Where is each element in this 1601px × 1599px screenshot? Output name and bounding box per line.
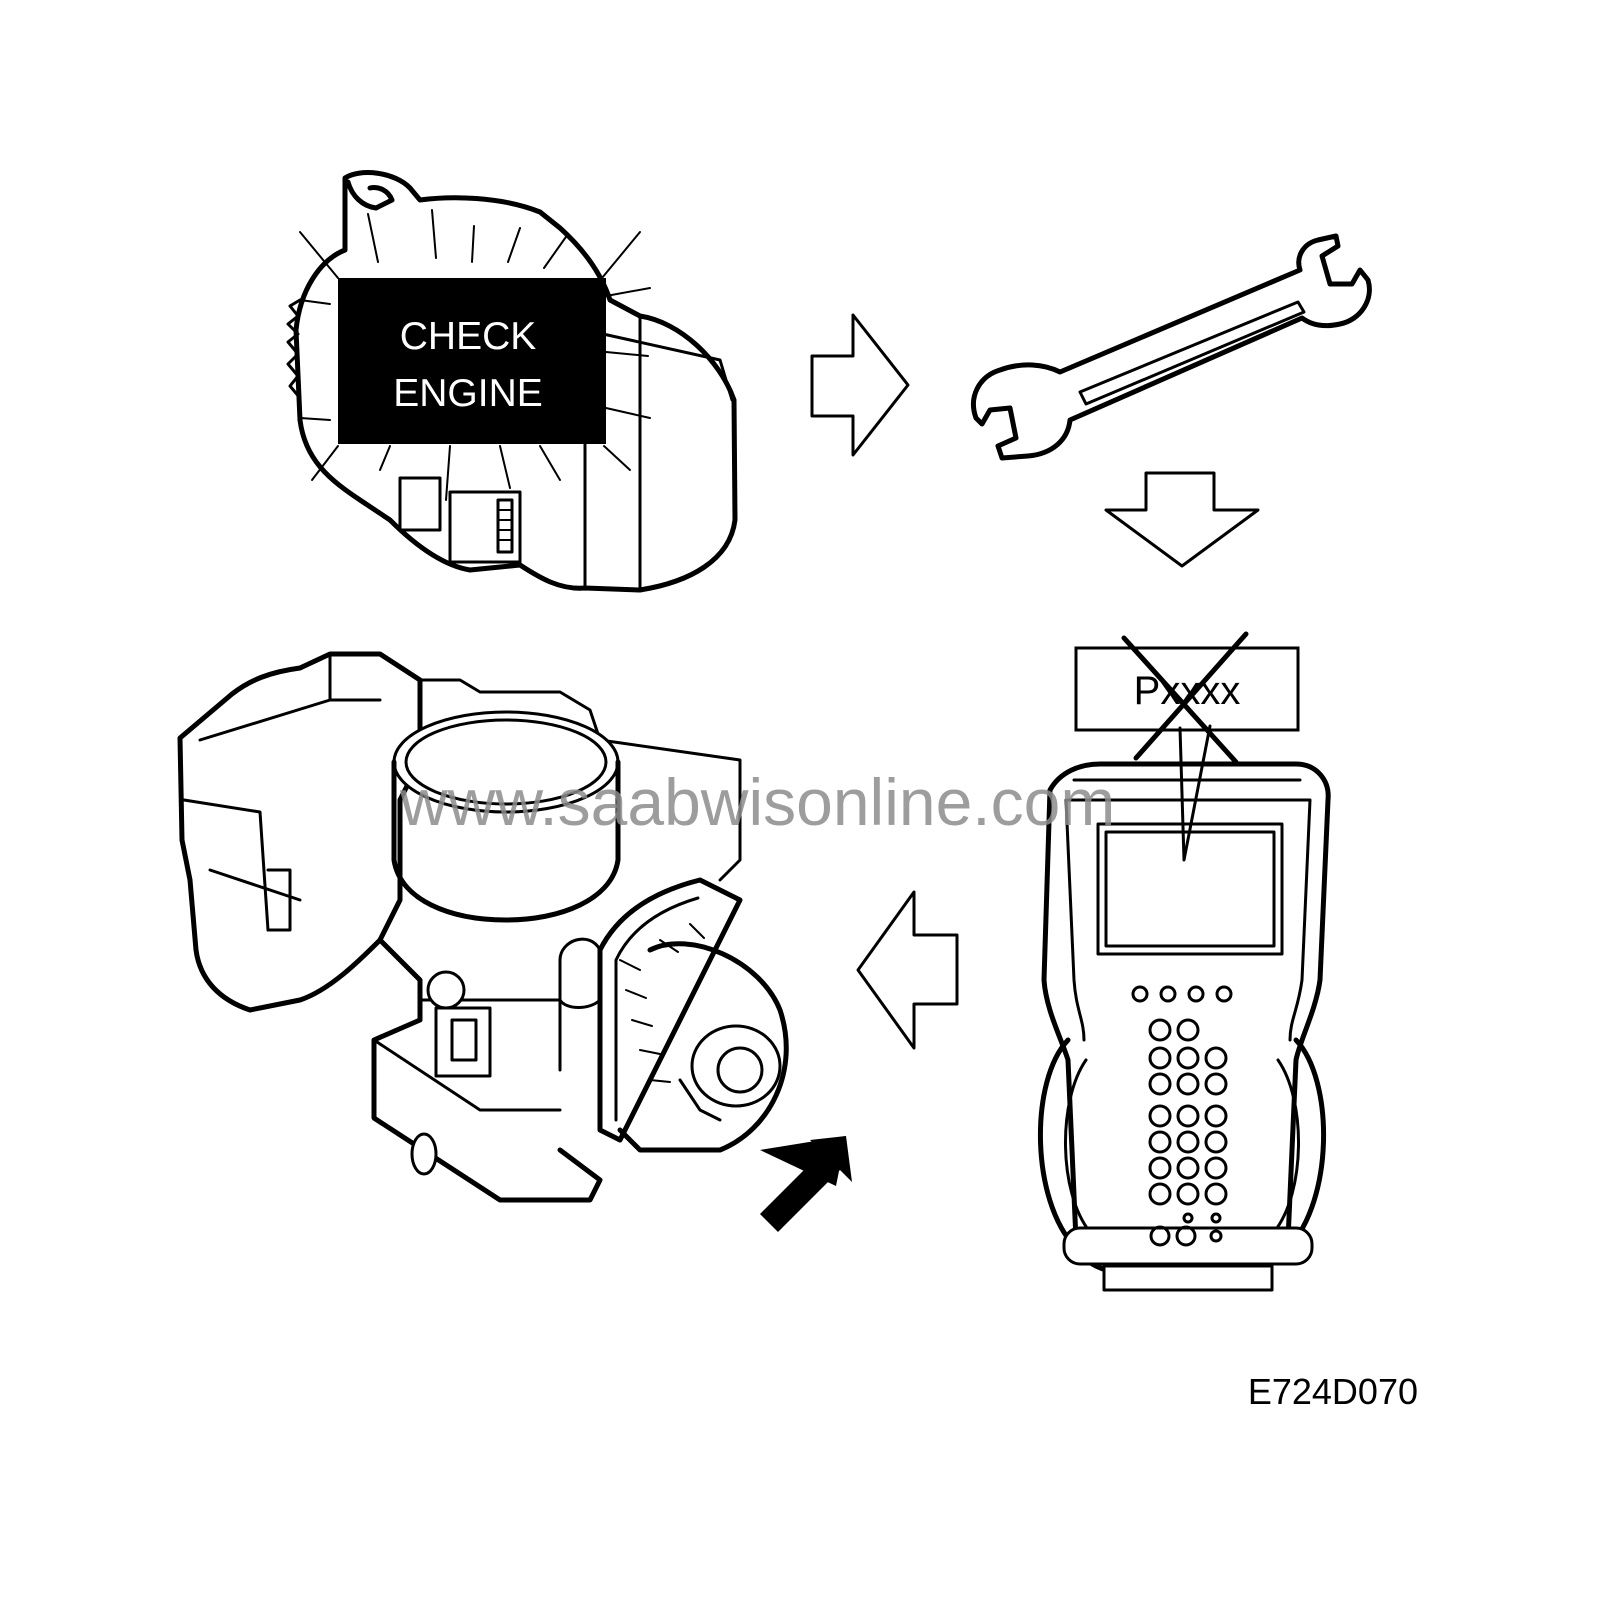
figure-id: E724D070 <box>1248 1371 1418 1412</box>
scan-tool-keypad <box>1131 985 1233 1247</box>
arrow-left-icon <box>856 890 959 1050</box>
watermark-text: www.saabwisonline.com <box>399 765 1115 839</box>
check-engine-line2: ENGINE <box>393 372 543 415</box>
cross-out-mark <box>1121 631 1249 765</box>
check-engine-panel <box>338 278 606 444</box>
arrow-right-icon <box>810 313 910 457</box>
diagnostic-scan-tool-icon: Pxxxx <box>1038 631 1331 1292</box>
check-engine-line1: CHECK <box>400 315 537 358</box>
engine-check-lamp-icon: CHECK ENGINE <box>286 170 738 593</box>
fault-code-box <box>1074 646 1300 732</box>
arrow-down-icon <box>1104 471 1260 568</box>
throttle-body-icon <box>177 651 852 1232</box>
wrench-icon <box>971 233 1372 461</box>
